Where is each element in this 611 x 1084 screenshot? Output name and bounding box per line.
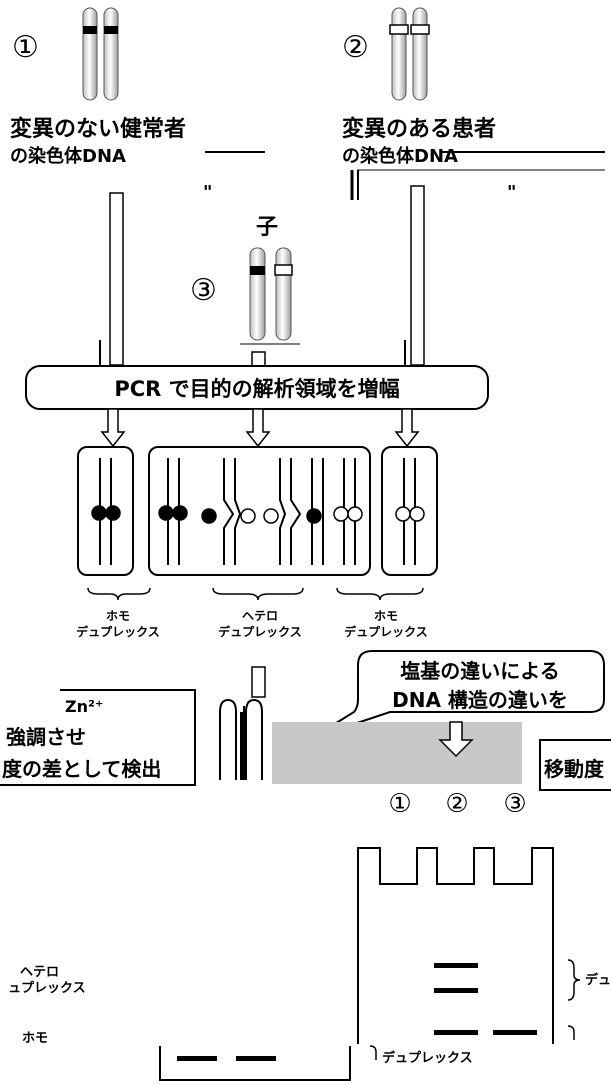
gel-right-label-bottom: デュプレックス (382, 1050, 473, 1066)
mobility-label: 移動度 (544, 757, 605, 781)
quote-mark-left: " (203, 182, 212, 203)
duplex-panel (77, 446, 438, 576)
chromosome-pair-icon (82, 7, 119, 101)
case2-number: ② (342, 30, 369, 65)
duplex-label-homo-2: ホモ (374, 609, 398, 623)
quote-mark-right: " (507, 182, 516, 203)
gel-lane-1-label: ① (388, 789, 411, 819)
gel-label-hetero: ヘテロ (20, 965, 59, 980)
duplex-labels: ホモ デュプレックス ヘテロ デュプレックス ホモ デュプレックス (76, 609, 428, 639)
callout-line2: DNA 構造の違いを (392, 688, 568, 712)
base-dots (91, 505, 425, 524)
gel-right-label-top: デュ (585, 972, 611, 988)
gel-panel: ① ② ③ デュ (357, 789, 611, 1060)
detection-line2: 度の差として検出 (2, 757, 161, 781)
case1-group: ① 変異のない健常者 の染色体DNA " (10, 7, 265, 203)
case1-title: 変異のない健常者 (10, 116, 186, 142)
duplex-label-hetero: ヘテロ (242, 609, 278, 623)
case2-subtitle: の染色体DNA (342, 145, 458, 167)
capillary-tube-icon (219, 698, 263, 780)
detection-section: 塩基の違いによる DNA 構造の違いを Zn²⁺ 強調させ 度の差として検出 移… (0, 650, 611, 791)
case3-subtitle: 子 (256, 215, 278, 240)
case2-title: 変異のある患者 (342, 116, 496, 142)
flow-arrows-top (99, 185, 425, 367)
gel-label-homo: ホモ (22, 1031, 48, 1046)
duplex-label-homo-1-sub: デュプレックス (76, 624, 160, 639)
detection-line1: 強調させ (6, 725, 86, 749)
gel-left-labels: ヘテロ ュプレックス ホモ (8, 965, 86, 1046)
case1-number: ① (12, 30, 39, 65)
duplex-strands (99, 458, 416, 565)
bottom-gel-fragment: デュプレックス (0, 1044, 611, 1084)
duplex-label-hetero-sub: デュプレックス (218, 624, 302, 639)
case3-group: 子 ③ (190, 215, 293, 341)
case3-number: ③ (190, 273, 217, 308)
callout-line1: 塩基の違いによる (400, 659, 559, 683)
duplex-label-homo-1: ホモ (106, 609, 130, 623)
gel-lane-3-label: ③ (503, 789, 526, 819)
detection-fragment: Zn²⁺ (65, 697, 103, 716)
gel-lane-2-label: ② (445, 789, 468, 819)
duplex-label-homo-2-sub: デュプレックス (344, 624, 428, 639)
flow-arrows-pcr (100, 408, 420, 448)
case2-group: ② 変異のある患者 の染色体DNA " (342, 7, 605, 203)
gel-bands (434, 963, 537, 1035)
duplex-braces (87, 587, 424, 601)
gel-label-hetero-sub: ュプレックス (8, 981, 86, 996)
pcr-label: PCR で目的の解析領域を増幅 (114, 377, 399, 401)
chromosome-pair-icon (389, 7, 430, 101)
pcr-box: PCR で目的の解析領域を増幅 (25, 365, 489, 410)
case1-subtitle: の染色体DNA (10, 145, 126, 167)
chromosome-pair-icon (249, 247, 293, 341)
